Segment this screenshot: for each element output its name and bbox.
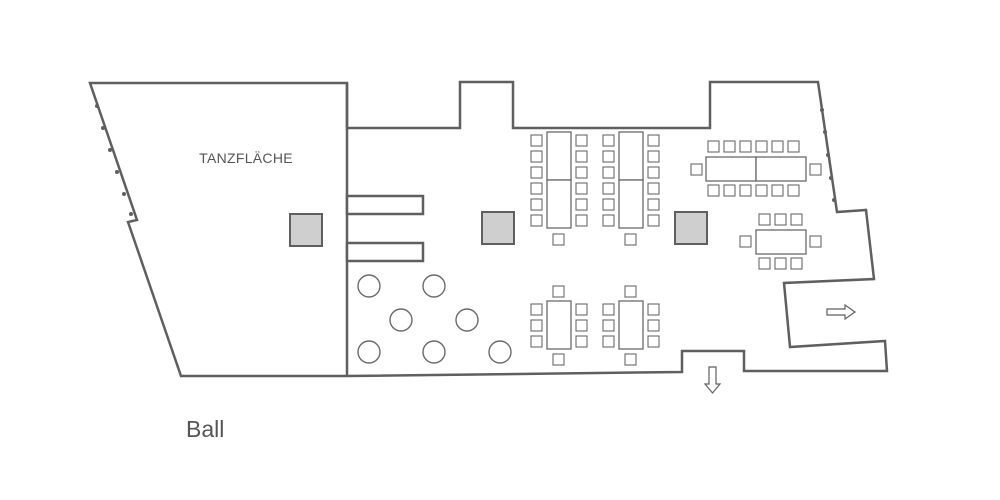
banquet-table-group <box>690 140 822 197</box>
banquet-table <box>755 156 807 182</box>
banquet-table <box>755 229 807 255</box>
round-table <box>422 340 446 364</box>
pillar <box>481 211 515 245</box>
chairs <box>690 140 822 197</box>
round-table <box>455 308 479 332</box>
banquet-table <box>618 179 644 229</box>
bar-counter-upper <box>345 194 425 216</box>
banquet-table-group <box>602 131 660 246</box>
round-table <box>422 274 446 298</box>
right-window-marks <box>820 108 836 202</box>
chairs <box>602 285 660 366</box>
bar-counter-lower <box>345 241 425 263</box>
round-table <box>488 340 512 364</box>
chairs <box>530 134 588 246</box>
arrow-right-icon <box>826 303 857 321</box>
round-table <box>357 274 381 298</box>
arrow-down-icon <box>703 366 722 394</box>
banquet-table <box>618 131 644 181</box>
banquet-table <box>618 300 644 350</box>
banquet-table <box>546 131 572 181</box>
left-window-marks <box>95 104 133 216</box>
banquet-table <box>546 300 572 350</box>
banquet-table-group <box>530 131 588 246</box>
chairs <box>530 285 588 366</box>
round-table <box>357 340 381 364</box>
round-table <box>389 308 413 332</box>
pillar <box>289 213 323 247</box>
banquet-table-group <box>739 213 822 270</box>
banquet-table-group <box>602 285 660 366</box>
chairs <box>739 213 822 270</box>
banquet-table-group <box>530 285 588 366</box>
plan-caption: Ball <box>186 416 225 442</box>
round-tables <box>357 274 512 364</box>
chairs <box>602 134 660 246</box>
pillar <box>674 211 708 245</box>
banquet-table <box>705 156 757 182</box>
dance-floor-label: TANZFLÄCHE <box>199 150 293 166</box>
banquet-table <box>546 179 572 229</box>
